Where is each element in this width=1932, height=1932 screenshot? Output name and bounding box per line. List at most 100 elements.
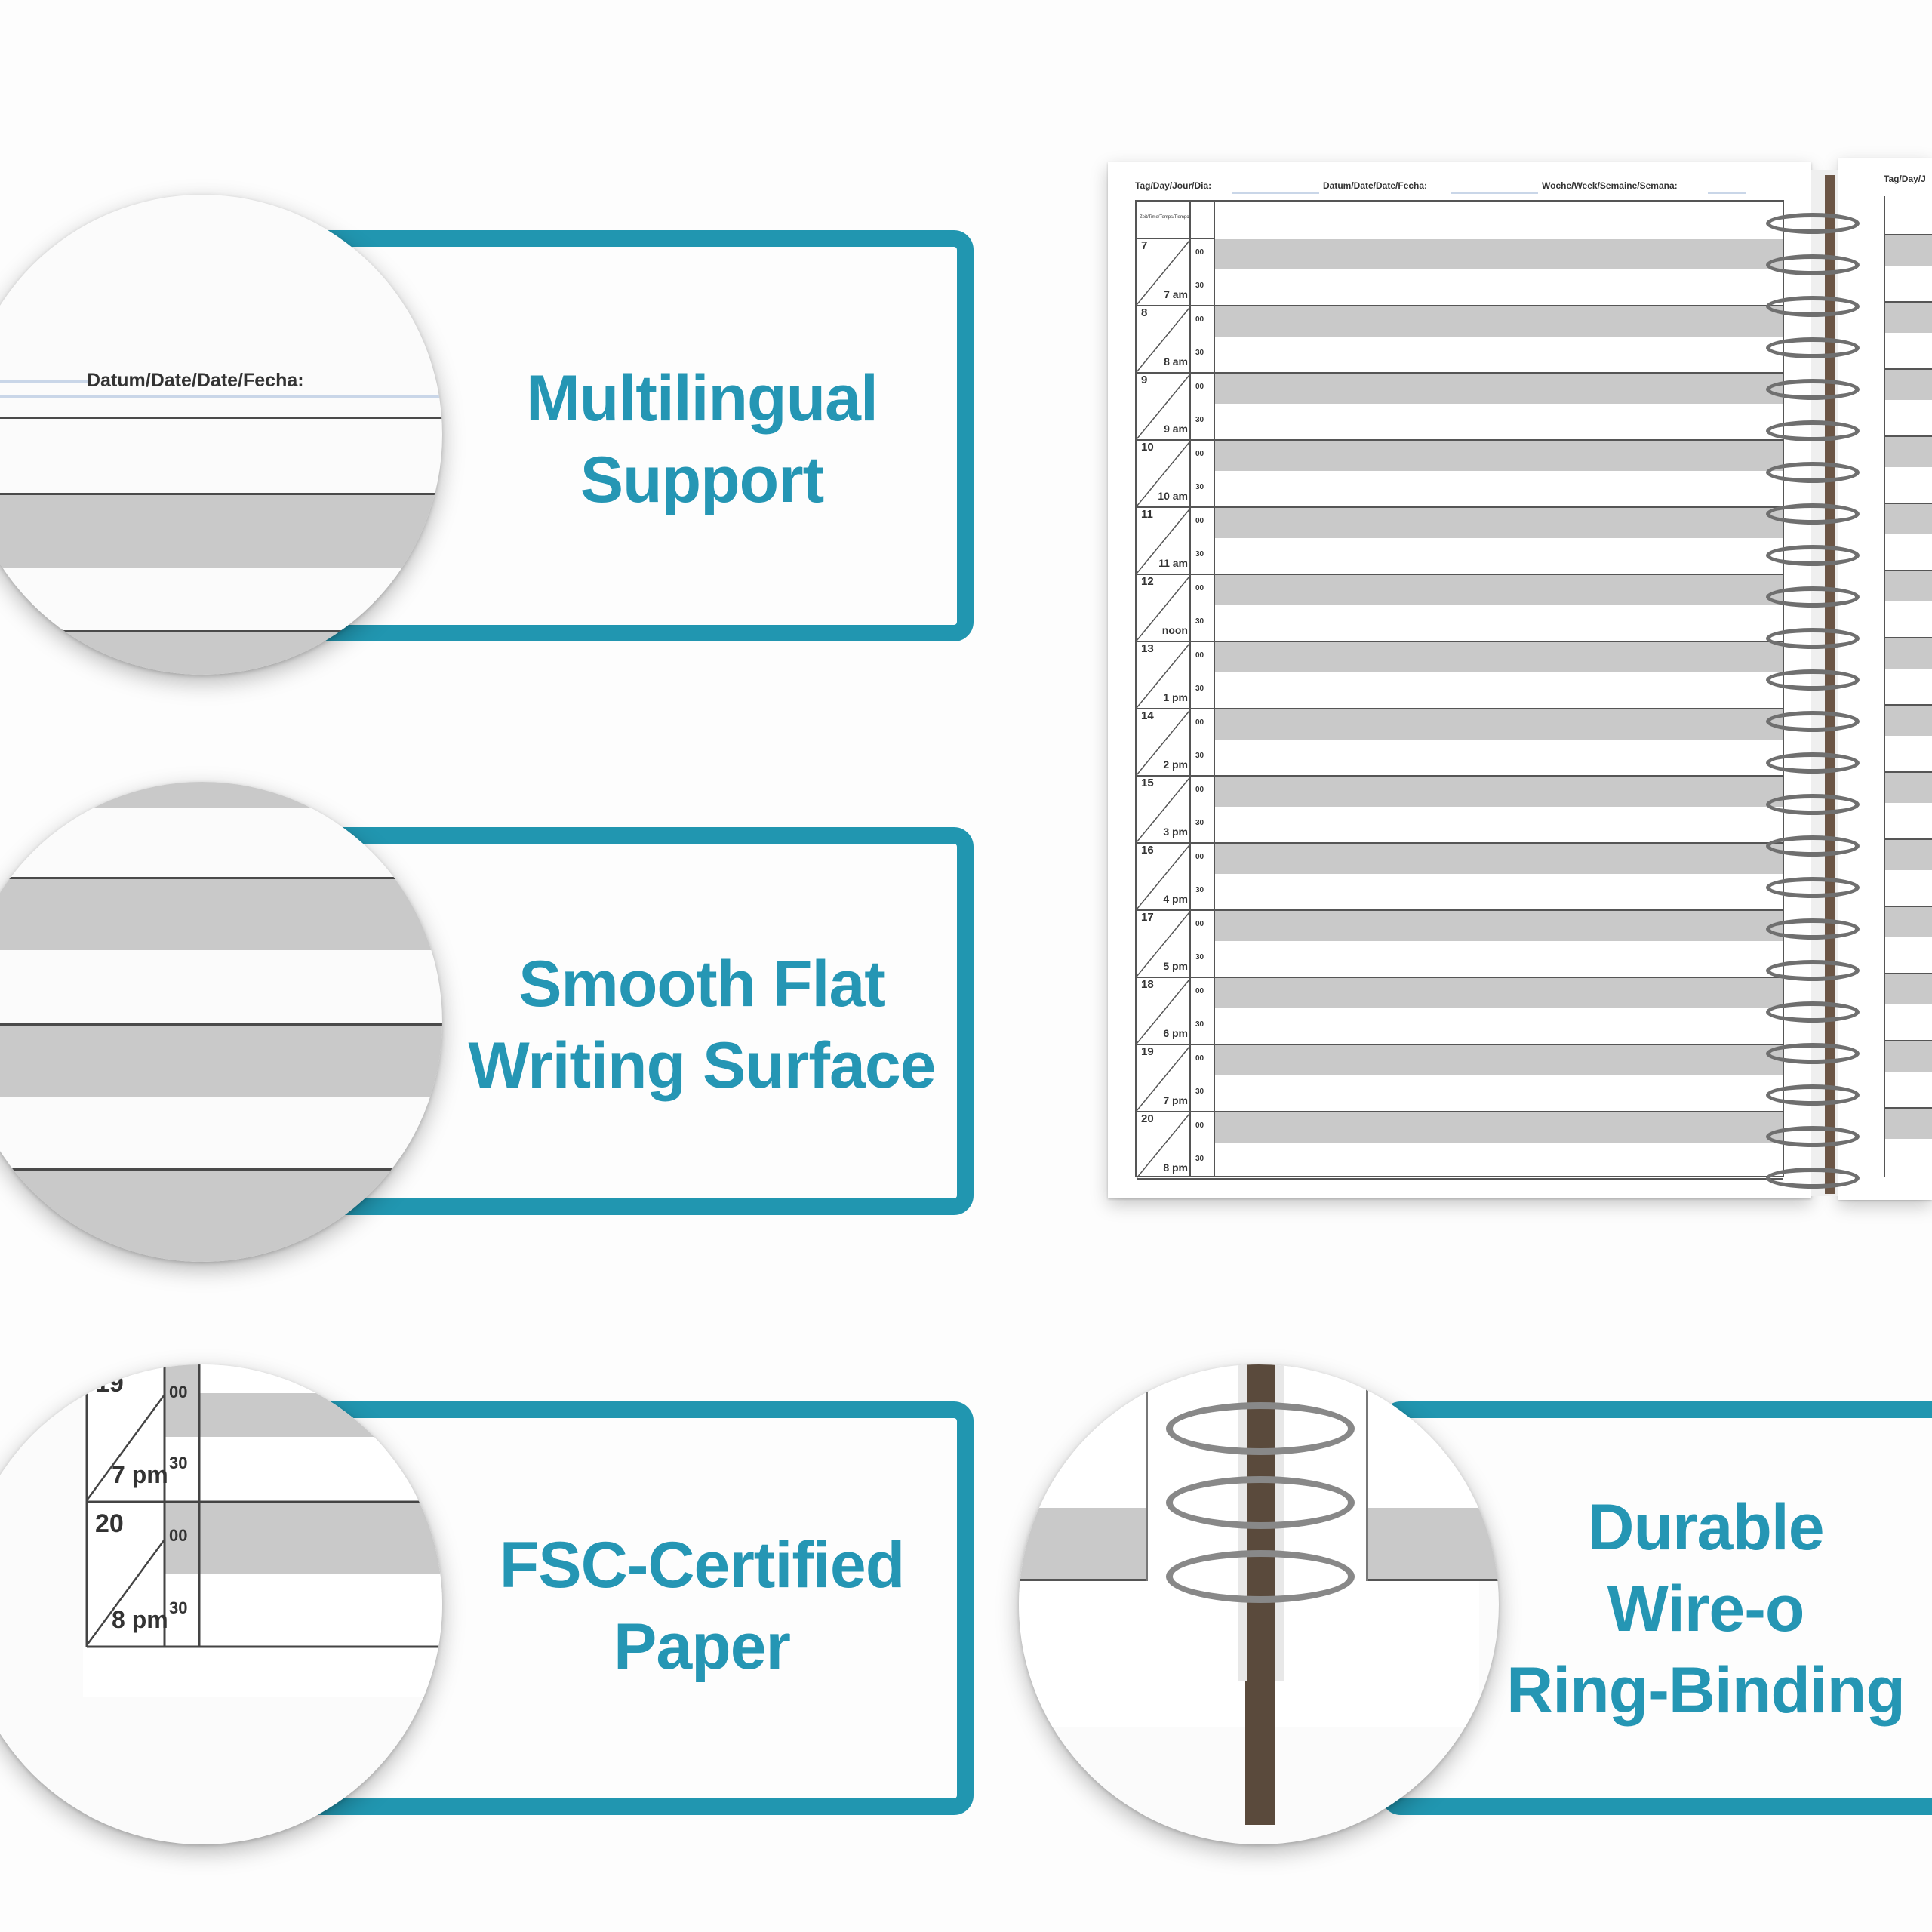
minute-label: 00 [1195, 383, 1204, 391]
schedule-row-band [1215, 239, 1783, 269]
binding-ring-icon [1766, 960, 1860, 981]
hour-label: 1 pm [1163, 691, 1188, 703]
binding-ring-icon [1766, 213, 1860, 234]
binding-ring-icon [1766, 669, 1860, 691]
hour-label: 8 am [1164, 355, 1188, 368]
binding-ring-icon [1766, 1126, 1860, 1147]
hour-number: 13 [1141, 642, 1154, 655]
minute-label: 30 [1195, 1155, 1204, 1163]
hour-number: 8 [1141, 306, 1148, 319]
binding-ring-icon [1766, 420, 1860, 441]
schedule-row-band [1215, 844, 1783, 874]
minute-label: 30 [1195, 819, 1204, 827]
minute-label: 00 [1195, 1054, 1204, 1063]
planner-week-label: Woche/Week/Semaine/Semana: [1542, 180, 1678, 191]
binding-ring-icon [1766, 1168, 1860, 1189]
planner-left-page: Tag/Day/Jour/Dia: Datum/Date/Date/Fecha:… [1108, 162, 1811, 1198]
hour-number: 18 [1141, 978, 1154, 991]
binding-ring-icon [1766, 1043, 1860, 1064]
schedule-row-band [1215, 709, 1783, 740]
zoom-hours-grid [83, 1364, 442, 1697]
minute-label: 00 [1195, 248, 1204, 257]
minute-label: 30 [1195, 685, 1204, 693]
right-page-row-band [1885, 704, 1932, 736]
hour-label: 7 pm [1163, 1094, 1188, 1106]
minute-label: 00 [1195, 987, 1204, 995]
planner-day-label: Tag/Day/Jour/Dia: [1135, 180, 1212, 191]
hour-number: 10 [1141, 441, 1154, 454]
zoom-circle-surface [0, 782, 442, 1262]
right-page-row-band [1885, 570, 1932, 601]
minute-label: 30 [1195, 416, 1204, 424]
minute-label: 00 [1195, 1121, 1204, 1130]
zoom-hour-20-label: 8 pm [112, 1606, 168, 1633]
minute-label: 30 [1195, 953, 1204, 961]
zoom-circle-hours: 19 7 pm 00 30 20 8 pm 00 30 [0, 1364, 442, 1844]
planner-right-day-label: Tag/Day/J [1884, 174, 1926, 184]
minute-label: 30 [1195, 550, 1204, 558]
binding-ring-icon [1766, 752, 1860, 774]
binding-ring-icon [1766, 877, 1860, 898]
schedule-row-band [1215, 306, 1783, 337]
zoom-date-label: Datum/Date/Date/Fecha: [87, 370, 304, 391]
minute-label: 00 [1195, 517, 1204, 525]
binding-ring-icon [1166, 1476, 1355, 1529]
right-page-row-band [1885, 1107, 1932, 1139]
hour-label: 8 pm [1163, 1161, 1188, 1174]
right-page-row-band [1885, 503, 1932, 534]
binding-ring-icon [1766, 254, 1860, 275]
minute-label: 00 [1195, 853, 1204, 861]
hour-number: 11 [1141, 508, 1153, 521]
right-page-row-band [1885, 368, 1932, 400]
binding-ring-icon [1166, 1402, 1355, 1455]
schedule-row-band [1215, 1045, 1783, 1075]
zoom-circle-header: Datum/Date/Date/Fecha: [0, 195, 442, 675]
minute-label: 30 [1195, 617, 1204, 626]
binding-ring-icon [1766, 835, 1860, 857]
binding-ring-icon [1766, 1001, 1860, 1023]
schedule-row-band [1215, 508, 1783, 538]
binding-ring-icon [1766, 545, 1860, 566]
binding-ring-icon [1166, 1550, 1355, 1603]
zoom-hour-19-num: 19 [95, 1369, 124, 1398]
right-page-row-band [1885, 234, 1932, 266]
hour-label: 4 pm [1163, 893, 1188, 905]
hour-label: 5 pm [1163, 960, 1188, 972]
hour-label: 7 am [1164, 288, 1188, 300]
hour-number: 7 [1141, 239, 1148, 252]
minute-label: 00 [1195, 584, 1204, 592]
binding-ring-icon [1766, 296, 1860, 317]
right-page-row-band [1885, 771, 1932, 803]
time-column-header: Zeit/Time/Temps/Tiempo [1140, 215, 1189, 220]
right-page-row-band [1885, 435, 1932, 467]
hour-label: noon [1161, 624, 1188, 636]
binding-ring-icon [1766, 586, 1860, 608]
minute-label: 30 [1195, 349, 1204, 357]
hour-number: 17 [1141, 911, 1154, 924]
schedule-row-band [1215, 777, 1783, 807]
binding-ring-icon [1766, 462, 1860, 483]
zoom-hour-19-min-30: 30 [169, 1454, 188, 1472]
hour-number: 15 [1141, 777, 1154, 789]
minute-label: 00 [1195, 718, 1204, 727]
binding-ring-icon [1766, 628, 1860, 649]
minute-label: 30 [1195, 281, 1204, 290]
minute-label: 00 [1195, 786, 1204, 794]
right-page-row-band [1885, 1040, 1932, 1072]
planner-schedule-grid: Zeit/Time/Temps/Tiempo 7 7 am 00 30 8 8 am 00 30… [1135, 200, 1784, 1180]
hour-label: 11 am [1158, 557, 1188, 569]
zoom-circle-binding [1019, 1364, 1499, 1844]
zoom-hour-19-min-00: 00 [169, 1383, 188, 1401]
schedule-row-band [1215, 642, 1783, 672]
planner-right-page: Tag/Day/J [1838, 158, 1932, 1200]
hour-label: 2 pm [1163, 758, 1188, 771]
zoom-hour-20-min-30: 30 [169, 1598, 188, 1617]
binding-ring-icon [1766, 918, 1860, 940]
hour-number: 14 [1141, 709, 1154, 722]
schedule-row-band [1215, 374, 1783, 404]
minute-label: 30 [1195, 752, 1204, 760]
